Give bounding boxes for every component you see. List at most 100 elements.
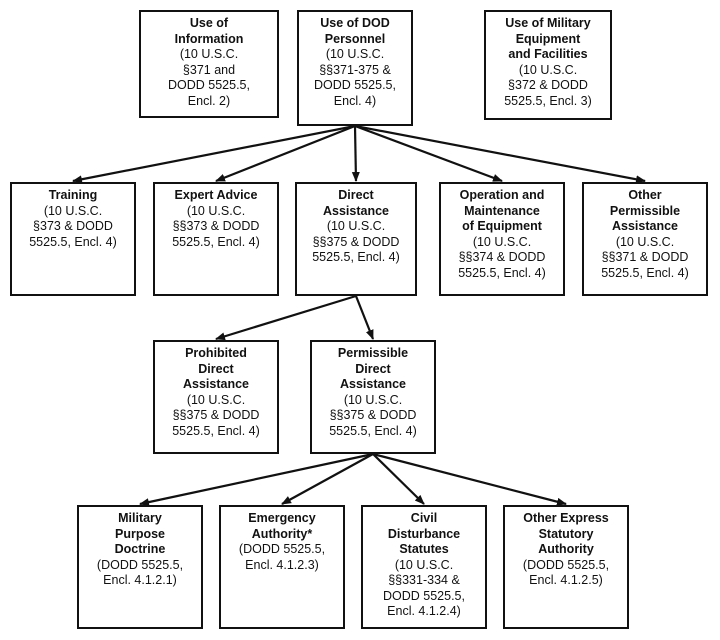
node-title-line: Statutory <box>538 526 594 541</box>
node-citation-line: 5525.5, Encl. 4) <box>458 265 546 280</box>
arrow-permissible_direct-to-other_express <box>372 452 567 506</box>
node-citation-line: 5525.5, Encl. 4) <box>172 234 260 249</box>
node-title-line: Purpose <box>114 526 165 541</box>
node-citation: (DODD 5525.5,Encl. 4.1.2.3) <box>221 542 343 573</box>
node-citation-line: (10 U.S.C. <box>43 203 103 218</box>
node-citation-line: §§375 & DODD <box>172 408 260 422</box>
node-title-line: Assistance <box>339 377 406 391</box>
node-citation-line: §371 and <box>182 62 236 77</box>
node-citation-line: (10 U.S.C. <box>326 219 386 233</box>
node-citation-line: (10 U.S.C. <box>325 47 385 61</box>
arrow-use_of_dod_personnel-to-operation_maintenance <box>354 124 503 183</box>
node-title-line: Statutes <box>399 542 449 556</box>
node-citation-line: 5525.5, Encl. 4) <box>312 250 400 264</box>
arrow-permissible_direct-to-civil_disturbance <box>372 453 425 505</box>
node-citation-line: 5525.5, Encl. 4) <box>29 234 117 249</box>
node-title-line: Maintenance <box>464 203 540 218</box>
node-citation-line: (DODD 5525.5, <box>238 542 326 556</box>
node-citation-line: 5525.5, Encl. 4) <box>172 423 260 438</box>
node-title-line: Use of DOD <box>320 16 390 30</box>
node-citation-line: §§375 & DODD <box>312 234 400 249</box>
node-title-line: Assistance <box>182 377 249 391</box>
node-title-line: Direct <box>198 361 234 376</box>
node-citation-line: (10 U.S.C. <box>518 62 578 77</box>
node-citation-line: Encl. 2) <box>187 93 231 108</box>
arrow-use_of_dod_personnel-to-training <box>72 124 356 184</box>
node-citation-line: (10 U.S.C. <box>394 557 454 572</box>
node-title-line: Authority <box>538 542 594 556</box>
node-title-line: Assistance <box>322 203 389 218</box>
node-title-line: Permissible <box>337 346 409 360</box>
node-citation-line: §§371 & DODD <box>601 250 689 264</box>
node-title: Training <box>12 188 134 204</box>
node-citation-line: (10 U.S.C. <box>615 234 675 249</box>
node-title-line: Civil <box>410 511 438 525</box>
arrow-use_of_dod_personnel-to-other_permissible <box>354 124 646 184</box>
node-title-line: Disturbance <box>387 526 461 541</box>
node-title-line: Emergency <box>248 511 316 525</box>
node-title: Expert Advice <box>155 188 277 204</box>
node-citation-line: DODD 5525.5, <box>314 78 396 92</box>
node-citation-line: §§374 & DODD <box>458 250 546 264</box>
node-title-line: Direct <box>338 188 374 202</box>
node-title-line: Use of Military <box>505 16 591 30</box>
node-citation-line: Encl. 4.1.2.4) <box>387 604 461 618</box>
node-title-line: Direct <box>355 361 391 376</box>
node-citation-line: §§375 & DODD <box>329 408 417 422</box>
arrow-permissible_direct-to-emergency_authority <box>281 453 374 505</box>
node-citation-line: Encl. 4.1.2.5) <box>529 573 603 587</box>
node-title-line: Expert Advice <box>174 188 258 202</box>
arrow-use_of_dod_personnel-to-expert_advice <box>215 124 356 183</box>
node-title-line: Training <box>48 188 98 202</box>
node-title-line: Authority* <box>251 526 313 541</box>
node-citation-line: (10 U.S.C. <box>179 47 239 61</box>
node-citation-line: §§373 & DODD <box>172 219 260 233</box>
node-citation-line: 5525.5, Encl. 3) <box>504 93 592 108</box>
node-citation-line: (10 U.S.C. <box>186 203 246 218</box>
node-citation-line: §§331-334 & <box>388 573 460 587</box>
node-citation-line: §373 & DODD <box>33 219 113 233</box>
arrow-permissible_direct-to-military_purpose <box>139 452 374 507</box>
node-title-line: Doctrine <box>114 542 166 556</box>
node-citation-line: Encl. 4.1.2.1) <box>103 573 177 587</box>
node-citation: (10 U.S.C.§§331-334 &DODD 5525.5,Encl. 4… <box>363 558 485 620</box>
node-title-line: Assistance <box>611 219 678 233</box>
arrow-direct_assistance-to-prohibited_direct <box>215 294 357 341</box>
node-title-line: Personnel <box>324 31 386 46</box>
node-citation-line: Encl. 4) <box>333 93 377 108</box>
node-citation-line: (DODD 5525.5, <box>96 557 184 572</box>
node-citation-line: §372 & DODD <box>508 78 588 92</box>
node-title-line: Use of <box>189 16 229 30</box>
node-citation-line: DODD 5525.5, <box>383 588 465 603</box>
node-title-line: Equipment <box>515 31 581 46</box>
node-citation: (DODD 5525.5,Encl. 4.1.2.5) <box>505 558 627 589</box>
arrow-use_of_dod_personnel-to-direct_assistance <box>351 125 360 182</box>
